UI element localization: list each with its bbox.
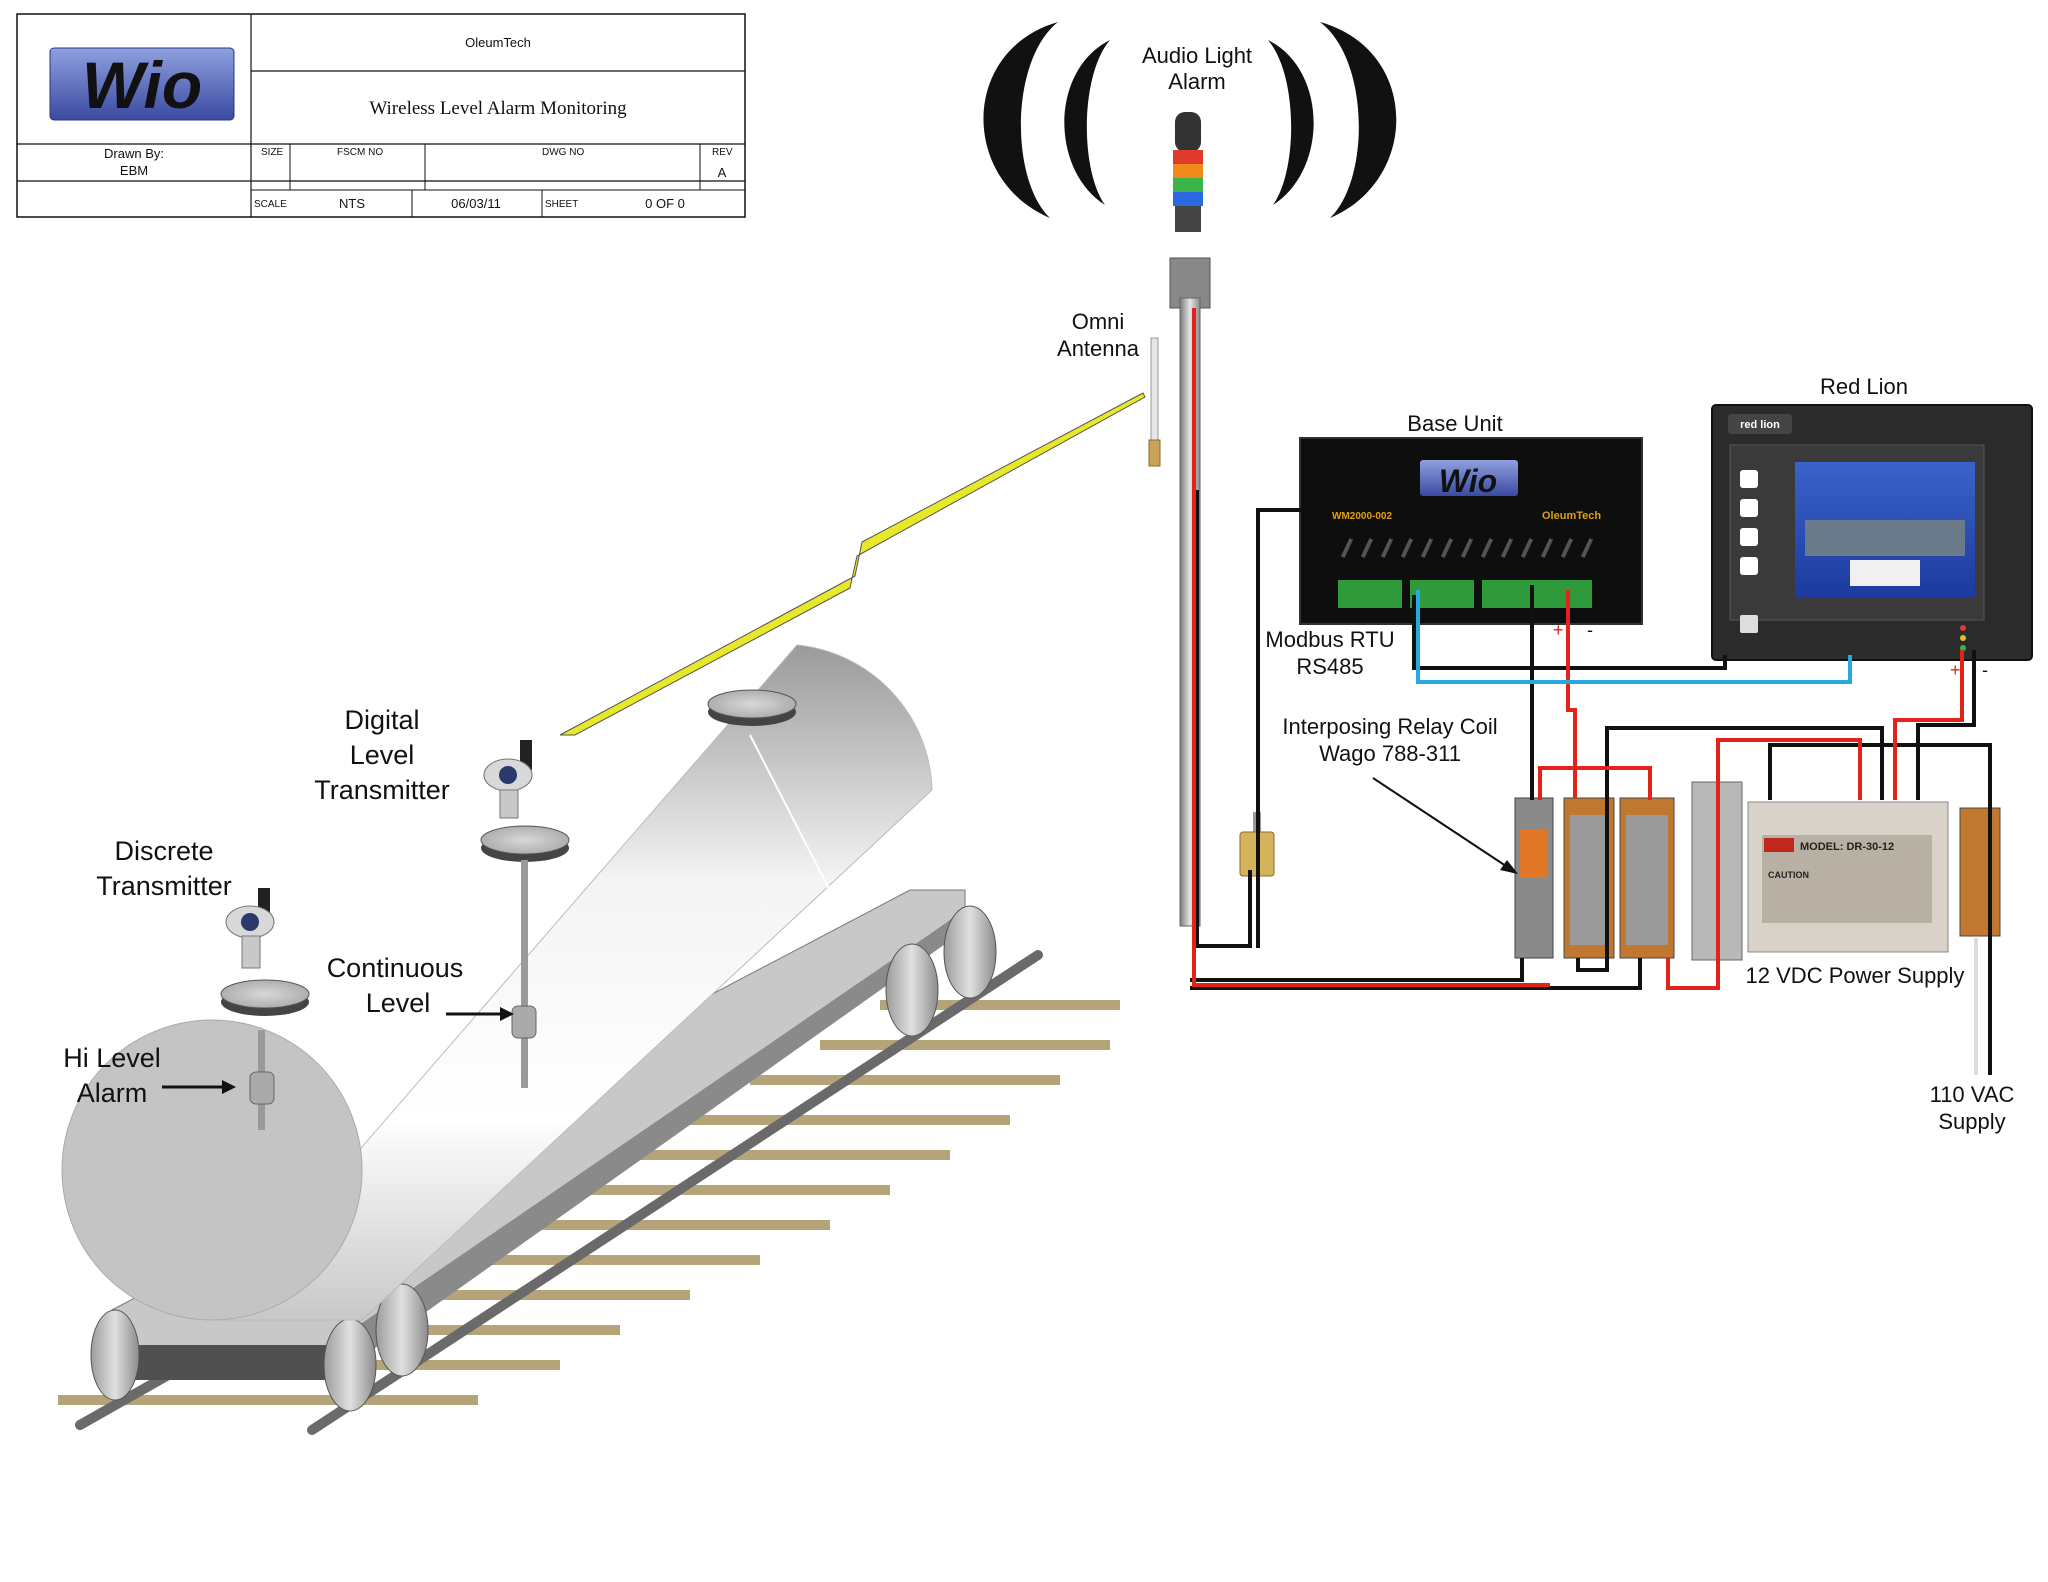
scale-label: SCALE [254, 199, 287, 210]
drawing-title: Wireless Level Alarm Monitoring [369, 98, 627, 119]
wago-relay-modules [1514, 781, 1743, 961]
relay-pointer-arrow [1372, 777, 1518, 874]
rev-label: REV [712, 147, 733, 158]
label-relay-2: Wago 788-311 [1319, 741, 1461, 766]
label-audio-light-1: Audio Light [1142, 43, 1252, 68]
fscm-label: FSCM NO [337, 147, 383, 158]
label-continuous-2: Level [366, 988, 431, 1018]
polarity-minus-base: - [1587, 620, 1593, 640]
manway-cap [707, 689, 797, 726]
audio-light-alarm-tower [1169, 112, 1211, 927]
company-name: OleumTech [465, 35, 531, 50]
title-block: Wio OleumTech Wireless Level Alarm Monit… [16, 13, 746, 218]
discrete-transmitter [220, 888, 310, 1130]
base-logo-text: Wio [1439, 463, 1497, 499]
psu-caution-text: CAUTION [1768, 870, 1809, 880]
sheet-label: SHEET [545, 199, 578, 210]
drawn-by-label: Drawn By: [104, 146, 164, 161]
redlion-brand-text: red lion [1740, 419, 1780, 431]
label-red-lion: Red Lion [1820, 374, 1908, 399]
hi-level-alarm-arrow [162, 1080, 236, 1094]
size-label: SIZE [261, 147, 284, 158]
label-omni-2: Antenna [1057, 336, 1140, 361]
label-vac-1: 110 VAC [1930, 1082, 2015, 1107]
wiring [1190, 308, 1992, 1075]
label-power-supply: 12 VDC Power Supply [1746, 963, 1965, 988]
dwg-label: DWG NO [542, 147, 584, 158]
label-digital-2: Level [350, 740, 415, 770]
red-lion-hmi: red lion [1711, 404, 2033, 661]
date-value: 06/03/11 [451, 196, 501, 211]
railcar-wheels [90, 905, 997, 1412]
power-supply-12vdc: MODEL: DR-30-12 CAUTION [1747, 801, 2001, 953]
psu-model-text: MODEL: DR-30-12 [1800, 841, 1894, 853]
diagram-labels: Audio Light Alarm Omni Antenna Base Unit… [63, 43, 2014, 1134]
scale-value: NTS [339, 196, 365, 211]
label-discrete-2: Transmitter [96, 871, 232, 901]
base-brand-text: OleumTech [1542, 510, 1601, 522]
label-modbus-1: Modbus RTU [1265, 627, 1394, 652]
label-audio-light-2: Alarm [1168, 69, 1225, 94]
label-continuous-1: Continuous [327, 953, 464, 983]
polarity-plus-hmi: + [1950, 660, 1961, 680]
base-model-text: WM2000-002 [1332, 511, 1392, 522]
label-discrete-1: Discrete [114, 836, 213, 866]
polarity-minus-hmi: - [1982, 660, 1988, 680]
rev-value: A [718, 165, 727, 180]
label-digital-3: Transmitter [314, 775, 450, 805]
signal-arcs [983, 22, 1397, 218]
wio-logo-title: Wio [49, 47, 235, 122]
polarity-plus-base: + [1553, 620, 1564, 640]
tank-car [61, 644, 933, 1321]
continuous-level-arrow [446, 1007, 514, 1021]
label-vac-2: Supply [1938, 1109, 2005, 1134]
lightning-bolt-icon [559, 392, 1146, 736]
label-modbus-2: RS485 [1296, 654, 1363, 679]
label-hi-level-1: Hi Level [63, 1043, 161, 1073]
label-hi-level-2: Alarm [77, 1078, 148, 1108]
label-digital-1: Digital [344, 705, 419, 735]
label-relay-1: Interposing Relay Coil [1282, 714, 1497, 739]
sheet-value: 0 OF 0 [645, 196, 685, 211]
drawn-by-value: EBM [120, 163, 148, 178]
logo-text: Wio [82, 48, 202, 122]
omni-antenna [1148, 337, 1161, 467]
label-omni-1: Omni [1072, 309, 1125, 334]
digital-level-transmitter [480, 740, 570, 1088]
label-base-unit: Base Unit [1407, 411, 1502, 436]
base-unit: Wio WM2000-002 OleumTech [1299, 437, 1643, 625]
